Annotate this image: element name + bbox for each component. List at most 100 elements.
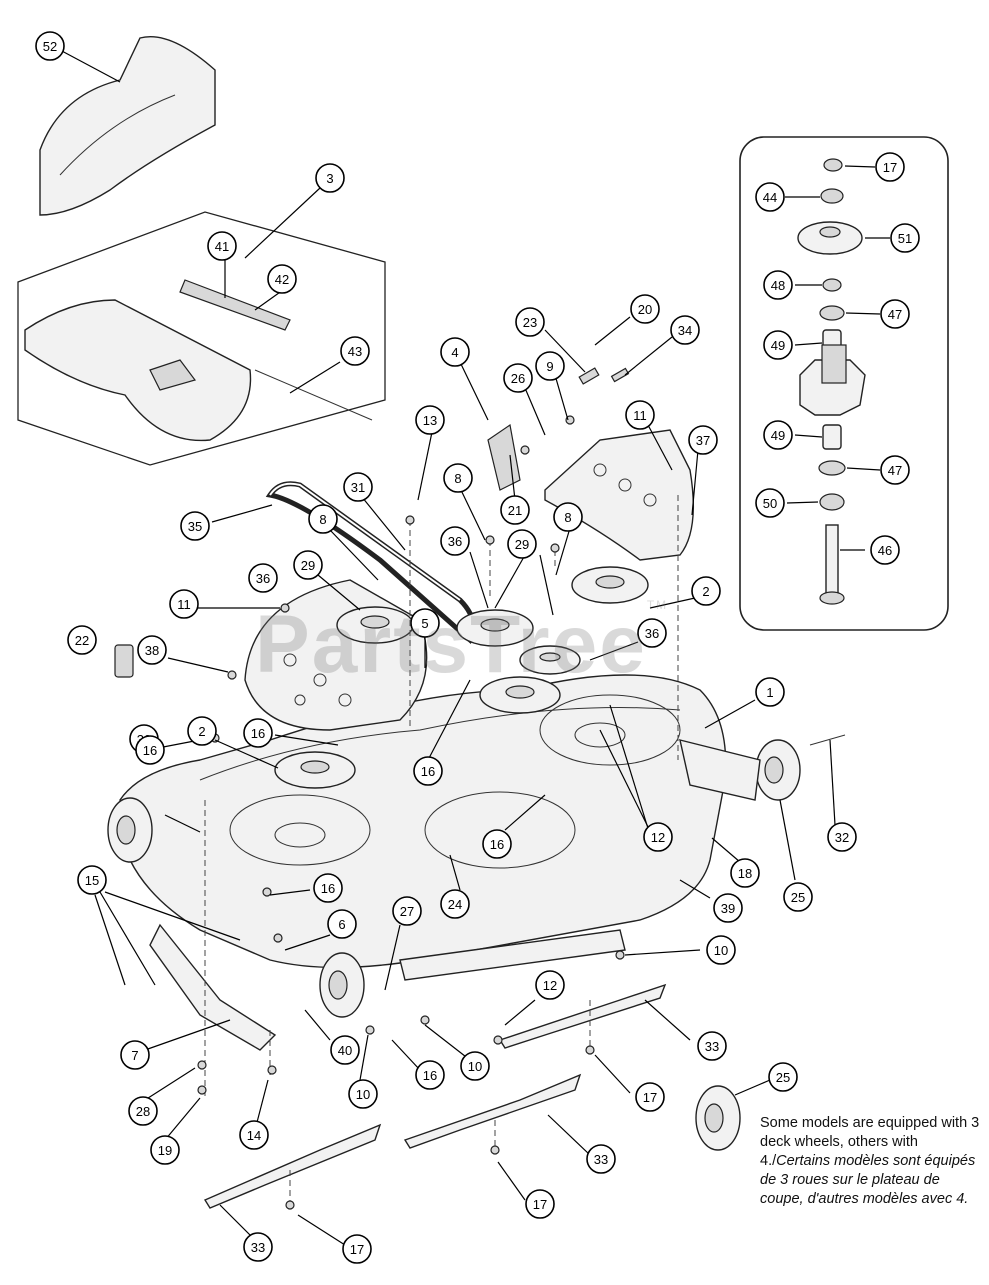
callout-circle: [415, 405, 445, 435]
callout-number: 43: [348, 344, 362, 359]
callout-c16b: 16: [413, 756, 443, 786]
callout-circle: [410, 608, 440, 638]
callout-number: 2: [702, 584, 709, 599]
callout-c11a: 11: [625, 400, 655, 430]
callout-circle: [482, 829, 512, 859]
callout-number: 8: [319, 512, 326, 527]
callout-i49a: 49: [763, 330, 793, 360]
callout-circle: [713, 893, 743, 923]
callout-circle: [180, 511, 210, 541]
callout-number: 3: [326, 171, 333, 186]
callout-circle: [415, 1060, 445, 1090]
trademark-mark: TM: [646, 598, 669, 612]
callout-circle: [890, 223, 920, 253]
callout-circle: [243, 718, 273, 748]
callout-c13: 13: [415, 405, 445, 435]
callout-circle: [443, 463, 473, 493]
callout-number: 40: [338, 1043, 352, 1058]
callout-number: 22: [75, 633, 89, 648]
callout-circle: [880, 455, 910, 485]
callout-c15: 15: [77, 865, 107, 895]
callout-c29a: 29: [507, 529, 537, 559]
callout-number: 35: [188, 519, 202, 534]
callout-number: 19: [158, 1143, 172, 1158]
callout-number: 36: [256, 571, 270, 586]
callout-i17: 17: [875, 152, 905, 182]
callout-number: 48: [771, 278, 785, 293]
callout-c16f: 16: [415, 1060, 445, 1090]
callout-circle: [440, 526, 470, 556]
callout-circle: [120, 1040, 150, 1070]
callout-number: 5: [421, 616, 428, 631]
callout-number: 9: [546, 359, 553, 374]
callout-number: 39: [721, 901, 735, 916]
callout-circle: [128, 1096, 158, 1126]
callout-circle: [313, 873, 343, 903]
idler-bracket: [544, 429, 694, 561]
callout-number: 50: [763, 496, 777, 511]
callout-number: 12: [543, 978, 557, 993]
callout-c6: 6: [327, 909, 357, 939]
callout-number: 33: [594, 1152, 608, 1167]
callout-number: 18: [738, 866, 752, 881]
callout-c16e: 16: [313, 873, 343, 903]
callout-number: 32: [835, 830, 849, 845]
callout-number: 27: [400, 904, 414, 919]
note-english: Some models are equipped with 3 deck whe…: [760, 1115, 980, 1169]
part-1-deck-housing: [119, 674, 727, 969]
callout-circle: [150, 1135, 180, 1165]
callout-c14: 14: [239, 1120, 269, 1150]
callout-i46: 46: [870, 535, 900, 565]
callout-circle: [870, 535, 900, 565]
callout-circle: [239, 1120, 269, 1150]
callout-number: 23: [523, 315, 537, 330]
callout-number: 10: [356, 1087, 370, 1102]
callout-circle: [135, 735, 165, 765]
callout-number: 49: [771, 428, 785, 443]
callout-number: 16: [143, 743, 157, 758]
callout-circle: [827, 822, 857, 852]
callout-c36a: 36: [440, 526, 470, 556]
callout-circle: [77, 865, 107, 895]
callout-c28: 28: [128, 1096, 158, 1126]
callout-circle: [187, 716, 217, 746]
callout-c29b: 29: [293, 550, 323, 580]
callout-circle: [507, 529, 537, 559]
wheel-count-note: Some models are equipped with 3 deck whe…: [760, 1114, 985, 1209]
callout-c33a: 33: [697, 1031, 727, 1061]
callout-number: 13: [423, 413, 437, 428]
callout-circle: [691, 576, 721, 606]
callout-c21: 21: [500, 495, 530, 525]
callout-number: 10: [468, 1059, 482, 1074]
callout-circle: [730, 858, 760, 888]
callout-circle: [137, 635, 167, 665]
callout-circle: [460, 1051, 490, 1081]
callout-i47b: 47: [880, 455, 910, 485]
callout-number: 26: [511, 371, 525, 386]
callout-number: 36: [448, 534, 462, 549]
callout-circle: [500, 495, 530, 525]
callout-c43: 43: [340, 336, 370, 366]
callout-c23: 23: [515, 307, 545, 337]
callout-number: 33: [705, 1039, 719, 1054]
callout-circle: [67, 625, 97, 655]
callout-circle: [553, 502, 583, 532]
callout-number: 17: [533, 1197, 547, 1212]
callout-c24: 24: [440, 889, 470, 919]
callout-number: 29: [301, 558, 315, 573]
callout-c16c: 16: [135, 735, 165, 765]
callout-c20: 20: [630, 294, 660, 324]
callout-circle: [248, 563, 278, 593]
callout-circle: [755, 677, 785, 707]
callout-i50: 50: [755, 488, 785, 518]
callout-number: 10: [714, 943, 728, 958]
callout-i51: 51: [890, 223, 920, 253]
callout-circle: [697, 1031, 727, 1061]
callout-circle: [392, 896, 422, 926]
callout-c8a: 8: [443, 463, 473, 493]
callout-c35: 35: [180, 511, 210, 541]
callout-circle: [635, 1082, 665, 1112]
callout-c7: 7: [120, 1040, 150, 1070]
callout-circle: [535, 351, 565, 381]
